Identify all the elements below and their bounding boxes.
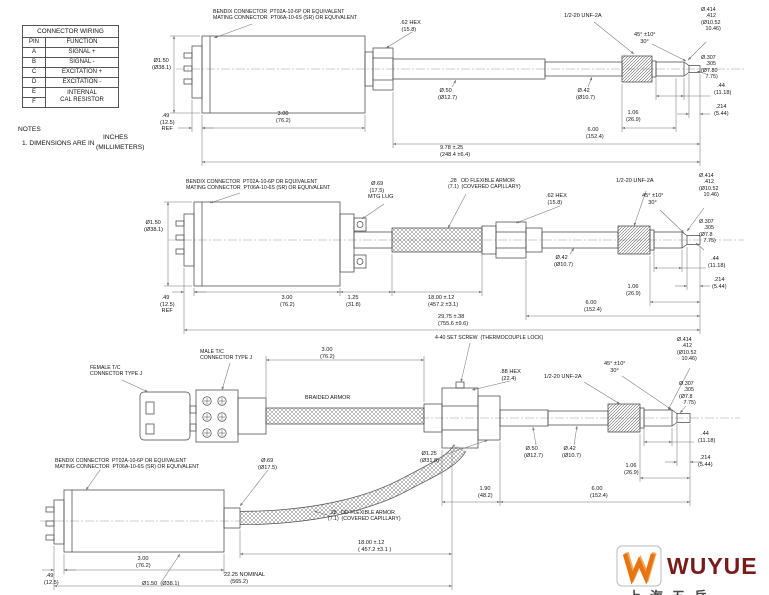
table-row: A SIGNAL + (22, 47, 119, 59)
table-row: D EXCITATION - (22, 76, 119, 88)
column-header-function: FUNCTION (45, 37, 119, 49)
middle-assembly-drawing (164, 190, 744, 334)
column-header-pin: PIN (22, 37, 46, 49)
wuyue-logo-mark (616, 545, 662, 587)
pin-cell: F (22, 96, 46, 108)
function-cell: INTERNAL CAL RESISTOR (45, 86, 119, 108)
flexible-armor-curve (239, 444, 467, 525)
pin-cell: C (22, 67, 46, 78)
company-name-cn: 上海五岳 (628, 586, 716, 595)
pin-cell: A (22, 47, 46, 59)
pin-cell: E (22, 86, 46, 98)
table-title: CONNECTOR WIRING (22, 24, 119, 39)
table-row: E INTERNAL CAL RESISTOR (22, 86, 119, 108)
wuyue-logo-text: WUYUE (667, 552, 758, 579)
note-units-inches: INCHES (103, 134, 128, 141)
geometry (175, 201, 701, 287)
geometry (183, 35, 701, 114)
note-units-millimeters: (MILLIMETERS) (96, 144, 145, 151)
dimension-lines (42, 342, 702, 590)
table-row: C EXCITATION + (22, 67, 119, 78)
notes-heading: NOTES (18, 126, 41, 133)
geometry (45, 381, 691, 553)
dimension-lines (164, 190, 710, 334)
dimension-lines (170, 21, 710, 166)
function-cell: EXCITATION + (45, 67, 119, 78)
connector-wiring-table: CONNECTOR WIRING PIN FUNCTION A SIGNAL +… (22, 24, 119, 108)
function-cell: EXCITATION - (45, 76, 119, 88)
function-cell: SIGNAL - (45, 57, 119, 69)
table-row: F (22, 96, 119, 108)
table-row: B SIGNAL - (22, 57, 119, 69)
wuyue-logo: WUYUE (616, 545, 758, 587)
pin-cell: D (22, 76, 46, 88)
note-dimensions: 1. DIMENSIONS ARE IN (22, 140, 95, 147)
pin-cell: B (22, 57, 46, 69)
top-assembly-drawing (170, 21, 744, 166)
centerline (40, 417, 740, 522)
bottom-assembly-drawing (40, 342, 740, 590)
function-cell: SIGNAL + (45, 47, 119, 59)
